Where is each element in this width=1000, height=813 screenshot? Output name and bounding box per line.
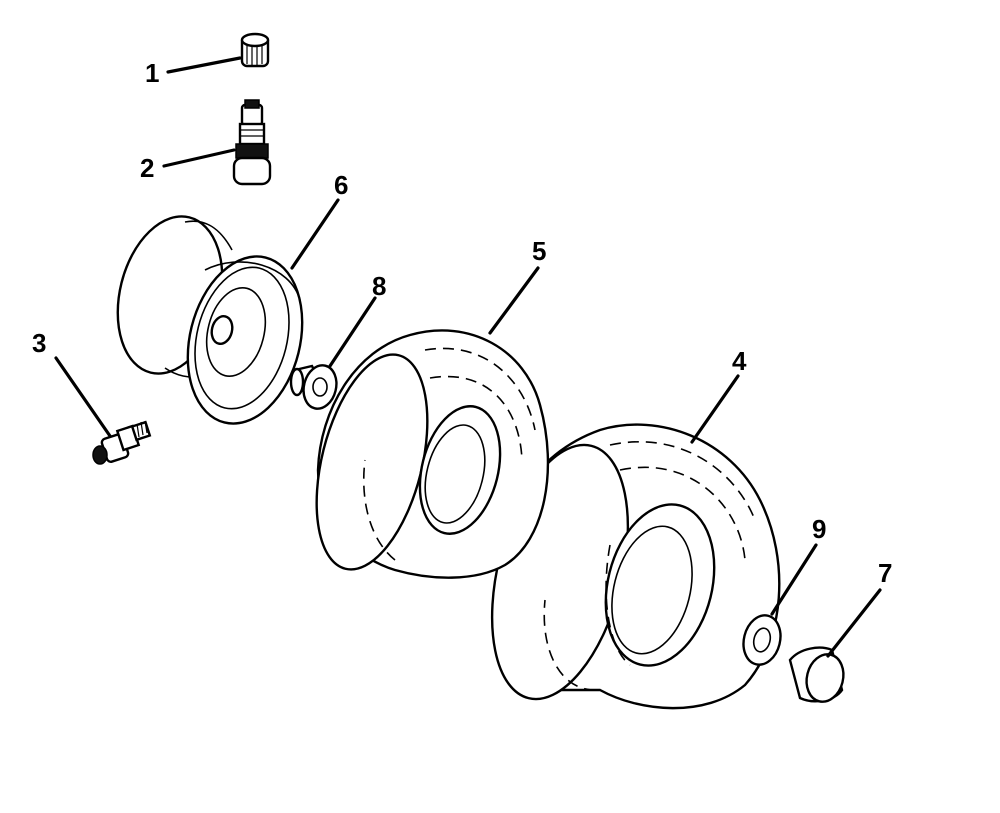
- leader-line-7: [826, 588, 882, 658]
- washer-icon: [742, 614, 782, 666]
- hub-cap-icon: [788, 646, 845, 703]
- wheel-rim-icon: [116, 215, 304, 425]
- callout-9: 9: [812, 514, 826, 544]
- callout-1: 1: [145, 58, 159, 88]
- callout-2: 2: [140, 153, 154, 183]
- leader-line-6: [290, 198, 340, 270]
- leader-line-3: [54, 356, 112, 438]
- leader-line-5: [488, 266, 540, 335]
- tire-front-icon: [315, 329, 550, 579]
- callout-5: 5: [532, 236, 546, 266]
- leader-line-1: [166, 56, 242, 74]
- callout-8: 8: [372, 271, 386, 301]
- grease-fitting-icon: [92, 420, 152, 465]
- valve-stem-icon: [232, 99, 272, 186]
- callout-numbers: 1 2 3 4 5 6 7 8 9: [32, 58, 892, 588]
- callout-7: 7: [878, 558, 892, 588]
- leader-line-2: [162, 148, 236, 168]
- leader-line-9: [770, 543, 818, 616]
- leader-lines: [54, 56, 882, 658]
- leader-line-8: [328, 296, 377, 368]
- leader-line-4: [690, 374, 740, 444]
- callout-3: 3: [32, 328, 46, 358]
- callout-6: 6: [334, 170, 348, 200]
- bushing-icon: [289, 364, 338, 410]
- valve-cap-icon: [240, 32, 270, 68]
- callout-4: 4: [732, 346, 747, 376]
